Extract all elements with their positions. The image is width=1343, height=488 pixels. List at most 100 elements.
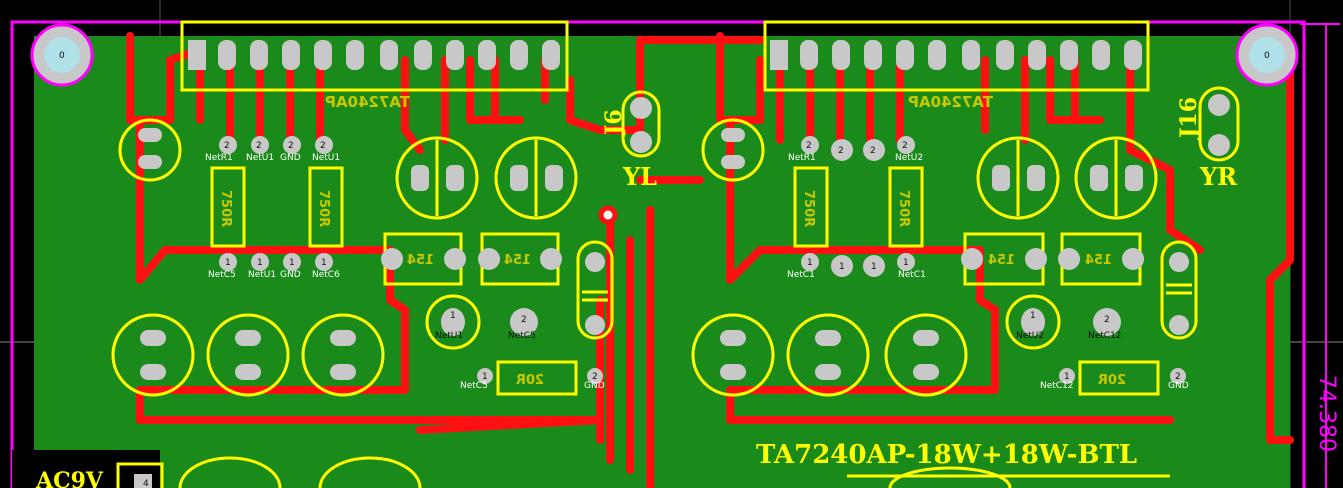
pin-number: 2 <box>320 141 326 151</box>
resistor-r-a: 750R <box>210 166 246 248</box>
resistor-bottom: 1 2 20R NetC5 GND <box>460 360 605 396</box>
resistor-value: 750R <box>896 190 911 227</box>
electrolytic-cap-bottom <box>884 313 968 397</box>
resistor-value: 750R <box>801 190 816 227</box>
net-label: NetU1 <box>248 270 276 280</box>
electrolytic-cap-bottom <box>301 313 385 397</box>
film-cap-b: 154 <box>1058 232 1144 286</box>
electrolytic-cap-bottom <box>691 313 775 397</box>
ic-label: TA7240AP <box>325 93 410 111</box>
pin-number: 2 <box>902 141 908 151</box>
ic-outline <box>180 20 569 92</box>
jumper-j16: J16 YR <box>1176 86 1240 191</box>
right-channel: TA7240AP 2 2 2 2 NetR1 NetU2 750R 750R <box>691 20 1240 397</box>
small-cap-middle: 1 2 NetU2 NetC12 <box>1005 294 1122 350</box>
bottom-pad-row: 1 1 1 1 NetC1 NetC1 <box>787 253 926 280</box>
traces <box>126 32 1294 488</box>
pin-number: 2 <box>592 372 598 382</box>
mount-hole-label: 0 <box>1264 51 1270 61</box>
left-channel: TA7240AP 2 2 2 2 NetR1 NetU1 GND NetU1 7… <box>111 20 661 397</box>
net-label: NetC6 <box>312 270 340 280</box>
power-label: AC9V <box>35 468 104 488</box>
net-label: NetC1 <box>898 270 926 280</box>
net-label: GND <box>280 270 301 280</box>
net-label: NetR1 <box>788 153 816 163</box>
vertical-cap <box>1160 240 1198 340</box>
jumper-label: J16 <box>1176 97 1202 140</box>
pin-number: 1 <box>321 258 327 268</box>
resistor-r-b: 750R <box>888 166 924 248</box>
ic-label: TA7240AP <box>908 93 993 111</box>
electrolytic-cap <box>1074 136 1158 220</box>
board-notch <box>12 450 160 488</box>
pin-number: 1 <box>903 258 909 268</box>
resistor-bottom: 1 2 20R NetC12 GND <box>1040 360 1189 396</box>
resistor-value: 750R <box>218 190 233 227</box>
cap-value: 154 <box>504 253 531 268</box>
resistor-value: 20R <box>516 373 544 388</box>
cap-value: 154 <box>407 253 434 268</box>
resistor-value: 750R <box>316 190 331 227</box>
ic-pins <box>770 40 1142 70</box>
ic-outline <box>763 20 1150 92</box>
bottom-pad-row: 1 1 1 1 NetC5 NetU1 GND NetC6 <box>208 253 340 280</box>
net-label: GND <box>1168 381 1189 391</box>
net-label: NetU1 <box>435 331 463 341</box>
small-electrolytic-cap <box>701 118 765 182</box>
electrolytic-cap-bottom <box>111 313 195 397</box>
electrolytic-cap <box>494 136 578 220</box>
pin-number: 1 <box>257 258 263 268</box>
pin-number: 2 <box>1175 372 1181 382</box>
pin-number: 1 <box>482 372 488 382</box>
ic-pins <box>188 40 560 70</box>
film-cap-b: 154 <box>478 232 562 286</box>
electrolytic-cap-bottom <box>786 313 870 397</box>
vertical-cap <box>576 240 614 340</box>
net-label: NetC5 <box>508 331 536 341</box>
film-cap-a: 154 <box>961 232 1047 286</box>
mount-hole-label: 0 <box>59 51 65 61</box>
cap-value: 154 <box>1085 253 1112 268</box>
net-label: NetU1 <box>312 153 340 163</box>
output-label: YR <box>1199 162 1238 191</box>
net-label: NetC12 <box>1040 381 1074 391</box>
electrolytic-cap <box>976 136 1060 220</box>
jumper-label: J6 <box>601 109 627 137</box>
pin-number: 2 <box>256 141 262 151</box>
pad-number: 2 <box>1104 315 1110 325</box>
board-outline <box>10 20 1306 488</box>
pad-number: 1 <box>1030 311 1036 321</box>
pad-number: 2 <box>521 315 527 325</box>
net-label: GND <box>584 381 605 391</box>
partial-cap <box>888 466 1012 488</box>
net-label: NetU1 <box>246 153 274 163</box>
net-label: NetC12 <box>1088 331 1122 341</box>
mount-hole-left: 0 <box>30 23 94 87</box>
resistor-r-a: 750R <box>793 166 829 248</box>
pin-number: 2 <box>838 146 844 156</box>
small-electrolytic-cap <box>118 118 182 182</box>
dimension-value: 74.380 <box>1314 375 1339 452</box>
small-cap-middle: 1 2 NetU1 NetC5 <box>425 294 538 350</box>
pin-number: 1 <box>807 258 813 268</box>
top-pad-row: 2 2 2 2 NetR1 NetU2 <box>788 136 923 163</box>
net-label: GND <box>280 153 301 163</box>
net-label: NetU2 <box>895 153 923 163</box>
pin-number: 2 <box>224 141 230 151</box>
net-label: NetU2 <box>1016 331 1044 341</box>
resistor-r-b: 750R <box>308 166 344 248</box>
resistor-value: 20R <box>1098 373 1126 388</box>
electrolytic-cap <box>395 136 479 220</box>
power-connector: AC9V 4 <box>35 462 164 488</box>
pad-number: 1 <box>450 311 456 321</box>
top-pad-row: 2 2 2 2 NetR1 NetU1 GND NetU1 <box>205 136 340 163</box>
output-label: YL <box>622 162 657 191</box>
electrolytic-cap-bottom <box>206 313 290 397</box>
power-pin: 4 <box>143 479 149 488</box>
pin-number: 2 <box>870 146 876 156</box>
net-label: NetR1 <box>205 153 233 163</box>
via <box>598 205 618 225</box>
pin-number: 1 <box>1064 372 1070 382</box>
film-cap-a: 154 <box>381 232 466 286</box>
